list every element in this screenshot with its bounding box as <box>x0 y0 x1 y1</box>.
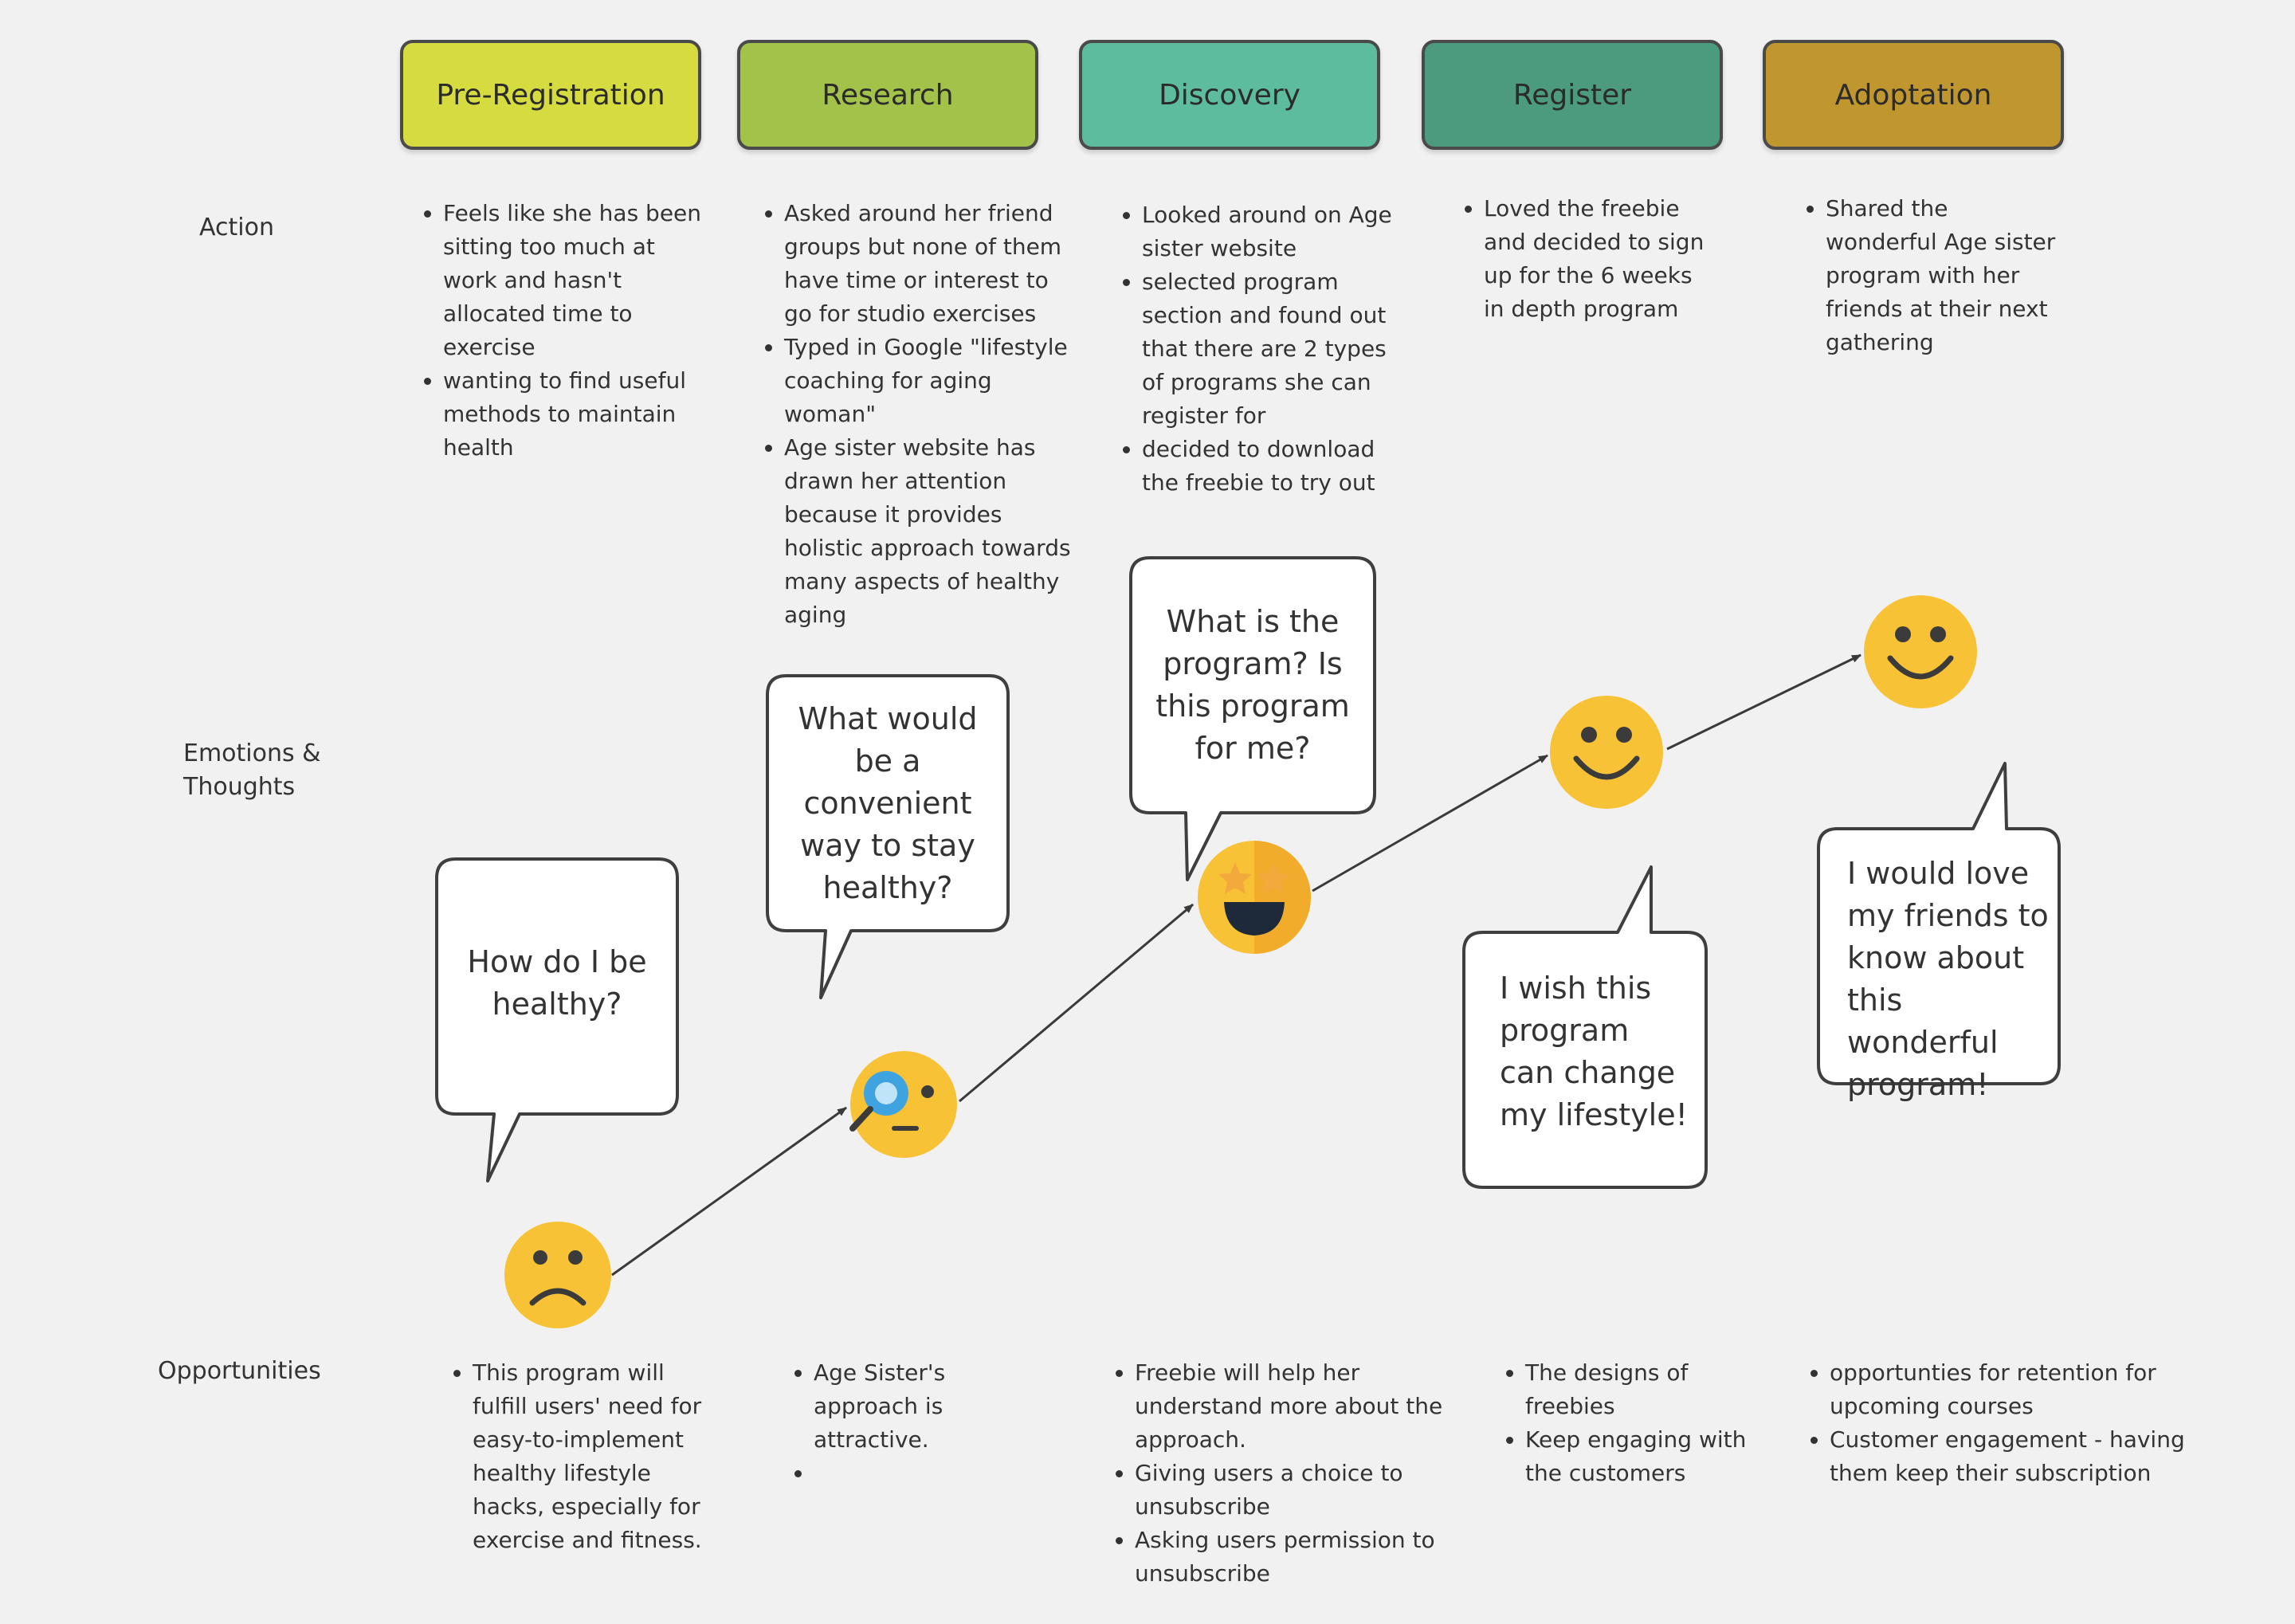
smiling-face-icon <box>1864 595 1977 708</box>
action-list-research: Asked around her friend groups but none … <box>760 197 1079 632</box>
list-item: Keep engaging with the customers <box>1525 1423 1764 1490</box>
opportunity-list-pre-registration: This program will fulfill users' need fo… <box>449 1356 720 1557</box>
list-item: The designs of freebies <box>1525 1356 1764 1423</box>
row-label-emotions-thoughts: Emotions & Thoughts <box>183 739 321 801</box>
journey-arrow-2 <box>959 903 1194 1103</box>
curious-magnifier-face-icon <box>849 1051 957 1158</box>
list-item: wanting to find useful methods to mainta… <box>443 364 714 465</box>
star-struck-face-icon <box>1198 841 1311 954</box>
opportunity-list-discovery: Freebie will help her understand more ab… <box>1111 1356 1485 1591</box>
stage-adoptation: Adoptation <box>1763 40 2064 150</box>
list-item <box>814 1457 973 1490</box>
thought-bubble-4 <box>1462 865 1708 1189</box>
list-item: Loved the freebie and decided to sign up… <box>1484 192 1715 326</box>
list-item: Shared the wonderful Age sister program … <box>1826 192 2057 359</box>
action-list-adoptation: Shared the wonderful Age sister program … <box>1802 192 2057 359</box>
thought-bubble-1 <box>435 857 679 1183</box>
stage-pre-registration: Pre-Registration <box>400 40 701 150</box>
action-list-discovery: Looked around on Age sister website sele… <box>1118 198 1397 500</box>
list-item: Typed in Google "lifestyle coaching for … <box>784 331 1079 431</box>
sad-face-icon <box>504 1222 611 1328</box>
journey-arrow-3 <box>1312 754 1548 892</box>
thought-text-2: What would be a convenient way to stay h… <box>798 701 978 905</box>
list-item: Looked around on Age sister website <box>1142 198 1397 265</box>
list-item: decided to download the freebie to try o… <box>1142 433 1397 500</box>
list-item: Asked around her friend groups but none … <box>784 197 1079 331</box>
thought-bubble-2 <box>766 674 1010 999</box>
opportunity-list-adoptation: opportunties for retention for upcoming … <box>1793 1356 2244 1490</box>
journey-arrow-4 <box>1666 653 1862 751</box>
thought-text-1: How do I be healthy? <box>467 944 647 1022</box>
list-item: Feels like she has been sitting too much… <box>443 197 714 364</box>
list-item: Giving users a choice to unsubscribe <box>1135 1457 1485 1524</box>
list-item: Asking users permission to unsubscribe <box>1135 1524 1485 1591</box>
list-item: selected program section and found out t… <box>1142 265 1397 433</box>
row-label-action: Action <box>199 214 274 241</box>
action-list-register: Loved the freebie and decided to sign up… <box>1460 192 1715 326</box>
list-item: Age sister website has drawn her attenti… <box>784 431 1079 632</box>
thought-text-3: What is the program? Is this program for… <box>1155 604 1350 766</box>
stage-register: Register <box>1422 40 1723 150</box>
action-list-pre-registration: Feels like she has been sitting too much… <box>419 197 714 465</box>
list-item: Age Sister's approach is attractive. <box>814 1356 973 1457</box>
smiling-face-icon <box>1550 696 1663 809</box>
list-item: Freebie will help her understand more ab… <box>1135 1356 1485 1457</box>
list-item: Customer engagement - having them keep t… <box>1830 1423 2244 1490</box>
list-item: opportunties for retention for upcoming … <box>1830 1356 2244 1423</box>
opportunity-list-research: Age Sister's approach is attractive. <box>790 1356 973 1490</box>
thought-text-4: I wish this program can change my lifest… <box>1500 971 1688 1132</box>
opportunity-list-register: The designs of freebies Keep engaging wi… <box>1501 1356 1764 1490</box>
thought-bubble-5 <box>1817 762 2061 1085</box>
stage-research: Research <box>737 40 1038 150</box>
list-item: This program will fulfill users' need fo… <box>473 1356 720 1557</box>
journey-arrow-1 <box>611 1106 847 1277</box>
stage-discovery: Discovery <box>1079 40 1380 150</box>
thought-text-5: I would love my friends to know about th… <box>1847 856 2049 1102</box>
row-label-opportunities: Opportunities <box>158 1357 321 1385</box>
thought-bubble-3 <box>1129 556 1376 881</box>
